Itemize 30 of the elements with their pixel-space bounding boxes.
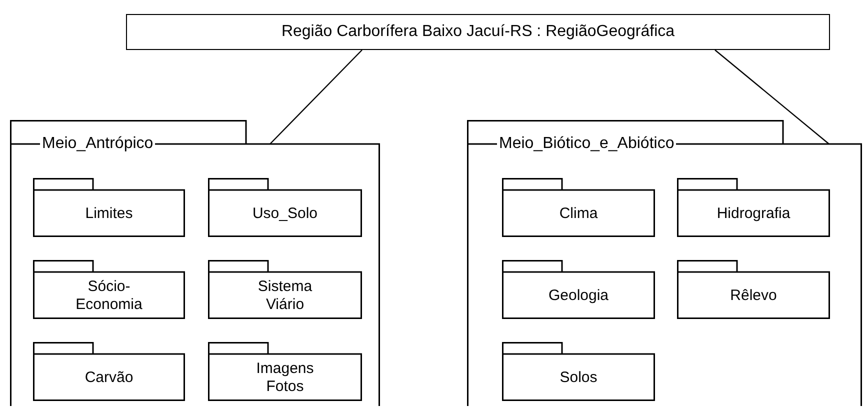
folder-box [502, 178, 655, 237]
folder-box [33, 178, 185, 237]
folder-label: Sistema Viário [256, 278, 314, 314]
package-title: Meio_Biótico_e_Abiótico [497, 134, 676, 154]
folder-label: Hidrografia [716, 204, 790, 222]
folder-box [33, 260, 185, 319]
folder-box [502, 342, 655, 401]
package-frame [10, 120, 380, 406]
folder-label: Clima [559, 204, 598, 222]
folder-label: Carvão [84, 368, 134, 386]
folder-label: Limites [85, 204, 133, 222]
association-line [270, 50, 362, 144]
folder-label: Rêlevo [730, 286, 777, 304]
folder-label: Uso_Solo [252, 204, 318, 222]
folder-box [208, 178, 362, 237]
folder-label: Imagens Fotos [255, 360, 315, 396]
folder-box [677, 260, 830, 319]
association-line [714, 50, 830, 144]
folder-label: Sócio-Economia [74, 278, 144, 314]
object-name: Região Carborífera Baixo Jacuí-RS : RegiãoGeográfica [281, 22, 675, 42]
folder-box [208, 342, 362, 401]
folder-label: Solos [560, 368, 598, 386]
folder-box [33, 342, 185, 401]
folder-box [502, 260, 655, 319]
folder-box [677, 178, 830, 237]
object-box [126, 14, 830, 50]
package-title: Meio_Antrópico [40, 134, 156, 154]
package-frame [467, 120, 862, 406]
folder-box [208, 260, 362, 319]
folder-label: Geologia [548, 286, 609, 304]
